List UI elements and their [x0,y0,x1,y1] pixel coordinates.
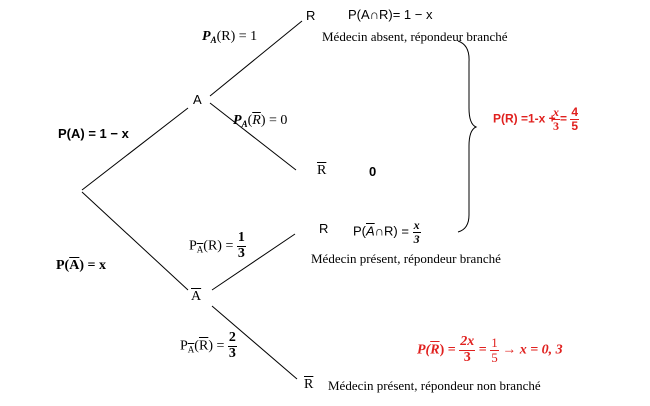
result-total-f2-den: 5 [571,118,579,133]
result-compl-f2-num: 1 [490,335,499,351]
result-compl-f2-den: 5 [491,349,498,365]
leaf-rbar-bottom-letter: R [304,377,314,392]
leaf-rbar-bottom: R [304,378,313,392]
pa-rbar-letter: R [252,113,261,128]
leaf-r-top: R [306,8,316,23]
p-abar-suffix: ) = x [79,258,106,273]
pa-r-sub: A [210,35,217,45]
joint-abar-r-suffix: ∩R) = [374,223,409,239]
pabar-r-sub: A [196,244,204,255]
pa-rbar-close: ) = 0 [260,113,288,128]
branch-a-to-rbar [209,102,297,171]
zero-value: 0 [369,164,377,179]
desc-top: Médecin absent, répondeur branché [322,29,508,44]
pa-rbar-open: ( [247,113,253,128]
pa-r-prefix: P [202,29,211,44]
pa-rbar-prefix: P [233,113,242,128]
desc-mid: Médecin présent, répondeur branché [311,251,501,266]
leaf-r-lower: R [319,221,329,236]
label-pa-r: PA(R) = 1 [202,29,258,45]
result-compl-eq1: ) = [439,342,456,358]
result-total-eq: = [560,111,568,126]
branch-root-to-abar [81,191,189,291]
joint-abar-r-den: 3 [413,231,420,246]
result-compl-prefix: P( [417,342,431,358]
pabar-r-prefix: P [189,238,197,254]
result-compl-letter: R [430,342,440,358]
result-compl-eq2: = [478,342,487,358]
node-abar-letter: A [191,289,202,304]
label-pa-rbar: PA(R) = 0 [233,113,288,129]
joint-abar-r-prefix: P( [353,223,366,239]
pabar-rbar-sub: A [187,344,195,355]
pabar-r-arg: (R) = [203,238,234,254]
leaf-rbar-mid-letter: R [317,163,327,178]
branch-abar-to-r [211,233,296,291]
desc-bottom: Médecin présent, répondeur non branché [328,378,541,393]
grouping-brace [457,40,478,233]
node-a: A [193,92,202,107]
pabar-rbar-den: 3 [228,345,236,361]
result-compl-f1-num: 2x [459,334,476,351]
p-abar-letter: A [69,258,80,273]
label-p-abar: P(A) = x [56,259,106,273]
pabar-r-num: 1 [236,230,246,247]
node-abar: A [191,290,201,304]
result-compl-tail: → x = 0, 3 [502,342,563,358]
result-total-f2-num: 4 [570,105,580,120]
result-total-f1-num: x [552,105,561,120]
branch-a-to-r [209,20,303,97]
joint-a-r: P(A∩R)= 1 − x [348,7,433,22]
result-total-f1-den: 3 [553,118,560,133]
joint-abar-r-num: x [412,218,421,233]
pa-r-arg: (R) = 1 [216,29,258,44]
p-a-text: P(A) = 1 − x [58,126,129,141]
leaf-rbar-mid: R [317,164,326,178]
pabar-rbar-letter: R [198,338,209,354]
branch-abar-to-rbar [211,305,298,380]
label-p-a: P(A) = 1 − x [58,127,129,140]
pabar-r-den: 3 [237,245,245,261]
result-total-prefix: P(R) =1-x + [493,111,556,126]
pabar-rbar-num: 2 [227,330,237,347]
pa-rbar-sub: A [241,119,248,129]
result-compl-f1-den: 3 [463,349,471,365]
branch-root-to-a [81,107,189,191]
pabar-rbar-open: ( [194,338,199,354]
pabar-rbar-close: ) = [208,338,225,354]
joint-abar-r-letter: A [366,223,375,239]
pabar-rbar-prefix: P [180,338,188,354]
p-abar-prefix: P( [56,258,70,273]
